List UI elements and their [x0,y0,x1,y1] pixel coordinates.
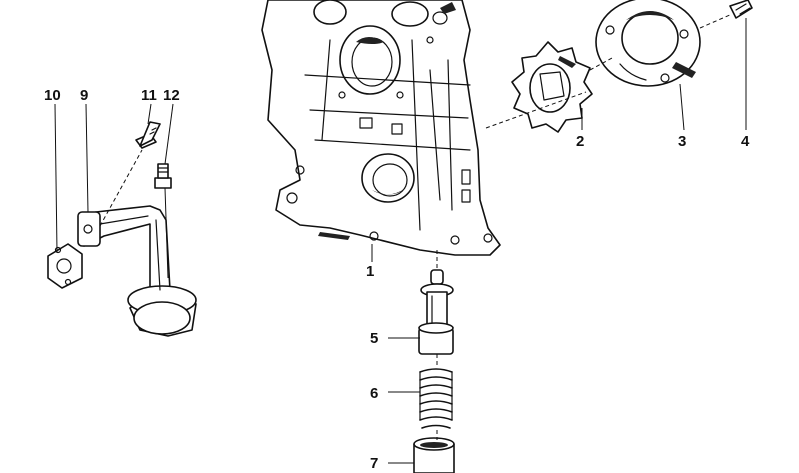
callout-7: 7 [370,455,378,472]
callout-10: 10 [44,87,61,104]
relief-valve-plunger[interactable] [418,322,454,355]
hex-bolt-12[interactable] [154,163,172,189]
relief-valve-sleeve[interactable] [413,437,455,473]
callout-6: 6 [370,385,378,402]
callout-4: 4 [741,133,750,150]
callout-1: 1 [366,263,374,280]
pickup-gasket[interactable] [47,243,83,289]
callout-11: 11 [141,87,157,104]
oil-pickup-pipe[interactable] [77,205,197,337]
hex-bolt-11[interactable] [135,121,161,149]
pump-sender-bolt[interactable] [729,0,753,19]
callout-9: 9 [80,87,88,104]
callout-12: 12 [163,87,180,104]
callout-2: 2 [576,133,584,150]
oil-pump-inner-rotor[interactable] [511,41,593,133]
relief-valve-spring[interactable] [419,368,453,429]
callout-numbers: 1 2 3 4 5 6 7 9 10 11 12 [44,87,750,472]
oil-pump-outer-rotor[interactable] [595,0,701,87]
callout-5: 5 [370,330,378,347]
relief-valve-piston[interactable] [420,269,454,329]
callout-3: 3 [678,133,686,150]
leader-lines [54,13,747,464]
timing-case-cover[interactable] [261,0,501,256]
